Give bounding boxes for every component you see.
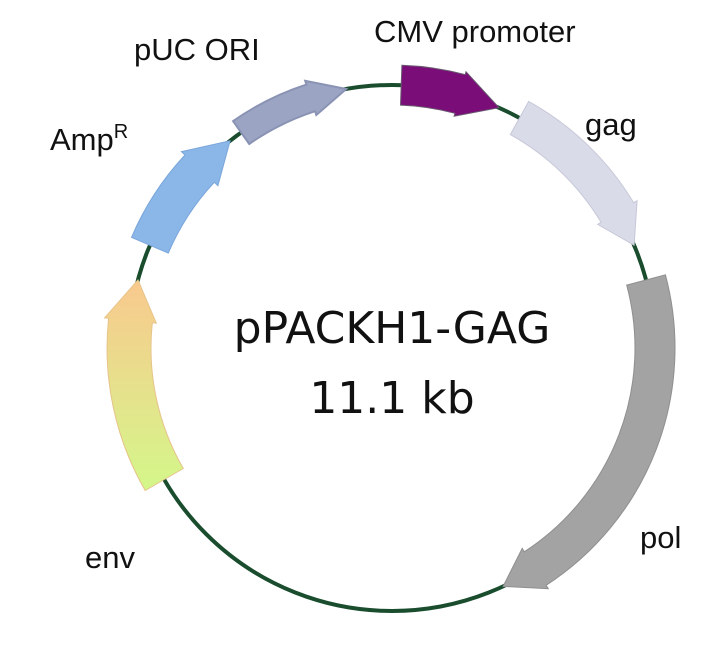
env-label: env xyxy=(85,540,135,575)
plasmid-size: 11.1 kb xyxy=(309,373,474,424)
cmv-promoter-arrow xyxy=(399,64,500,117)
amp-resistance-label: AmpR xyxy=(50,121,128,157)
amp-resistance-label-superscript: R xyxy=(114,121,128,143)
puc-ori-label: pUC ORI xyxy=(134,32,260,67)
gag-label: gag xyxy=(585,107,637,142)
pol-label: pol xyxy=(640,520,681,555)
feature-arrows xyxy=(103,64,676,590)
plasmid-name: pPACKH1-GAG xyxy=(234,303,551,354)
cmv-promoter-label: CMV promoter xyxy=(374,14,576,49)
puc-ori-arrow xyxy=(231,79,349,146)
amp-resistance-arrow xyxy=(130,140,231,254)
env-arrow xyxy=(103,278,184,492)
pol-arrow xyxy=(502,274,676,590)
amp-resistance-label-text: Amp xyxy=(50,122,114,157)
gag-arrow xyxy=(509,100,638,247)
